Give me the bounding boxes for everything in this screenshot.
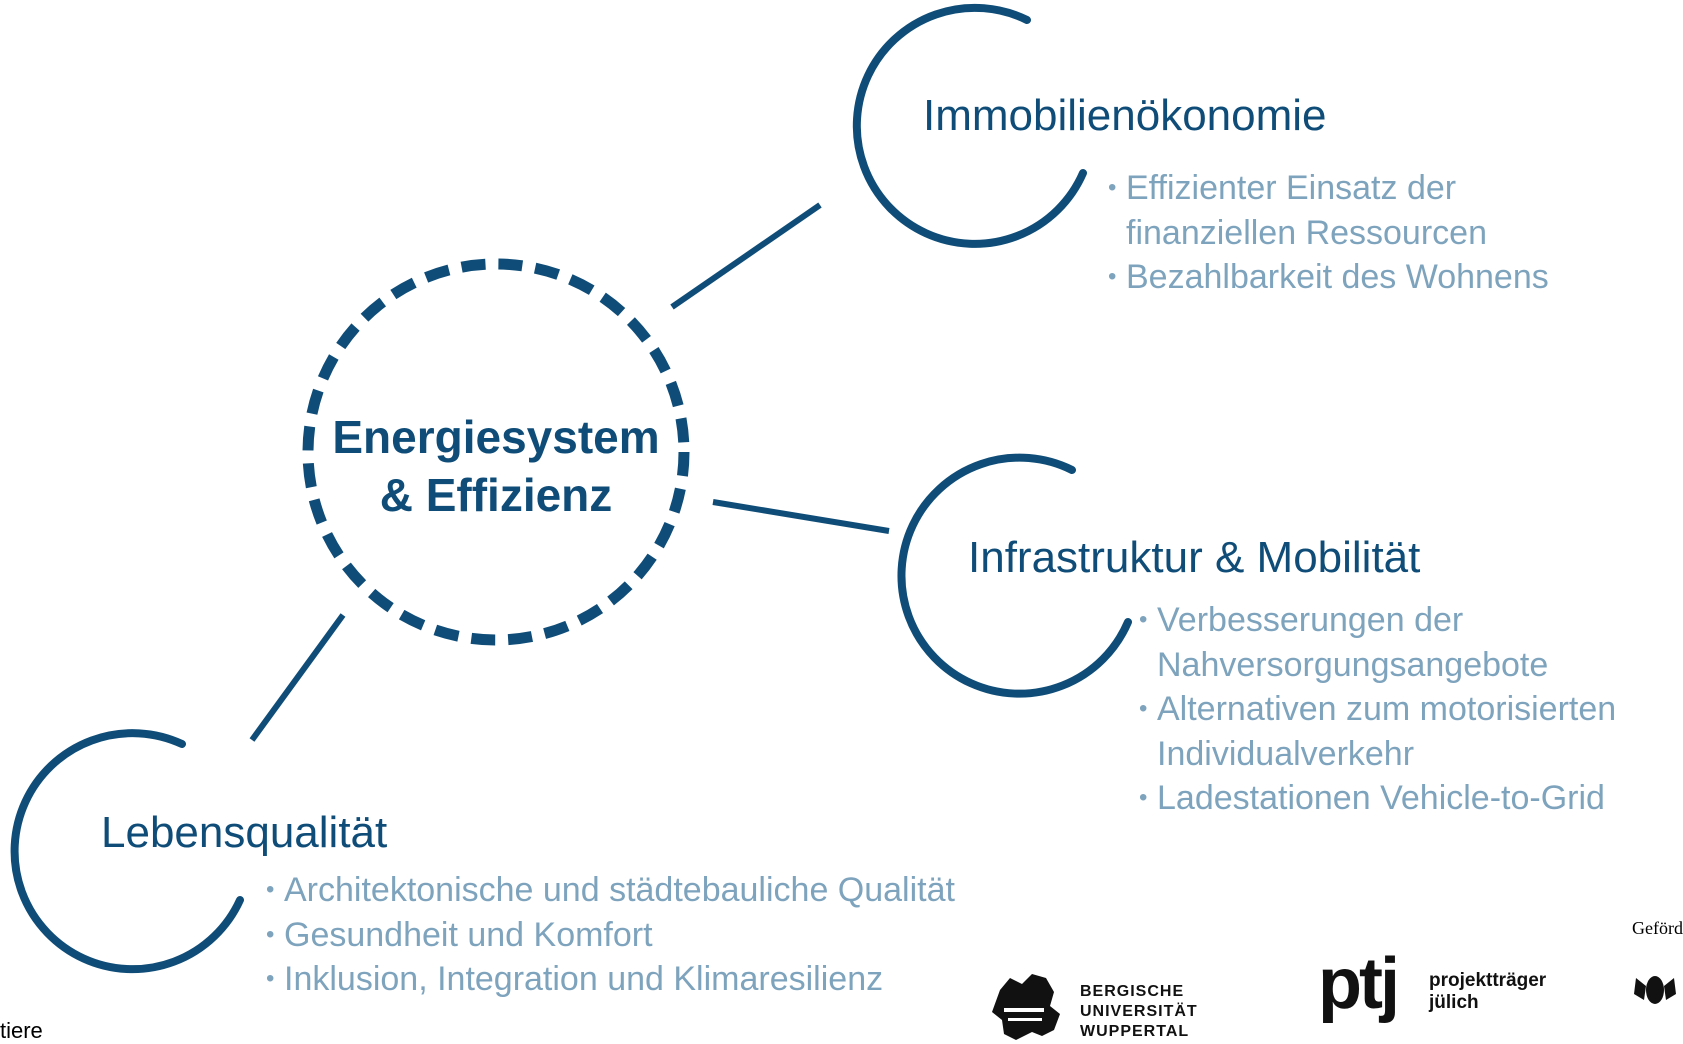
bullet-item: •Gesundheit und Komfort: [266, 913, 986, 958]
arc-infrastruktur: [897, 453, 1132, 698]
bullets-immobilien: •Effizienter Einsatz der finanziellen Re…: [1108, 166, 1628, 300]
bullet-dot-icon: •: [1108, 174, 1117, 201]
arc-immobilien: [852, 3, 1087, 248]
arc-lebensqualitaet: [10, 729, 244, 974]
bullet-item: •Bezahlbarkeit des Wohnens: [1108, 255, 1628, 300]
bullet-item: •Architektonische und städtebauliche Qua…: [266, 868, 986, 913]
bullet-item: •Effizienter Einsatz der finanziellen Re…: [1108, 166, 1628, 255]
center-title: Energiesystem & Effizienz: [310, 408, 682, 524]
bullet-dot-icon: •: [266, 965, 275, 992]
bullet-item: •Alternativen zum motorisierten Individu…: [1139, 687, 1679, 776]
federal-eagle-icon: [1634, 976, 1676, 1004]
center-title-line1: Energiesystem: [332, 411, 660, 463]
connector-lebensqualitaet: [249, 613, 346, 742]
connector-immobilien: [670, 202, 822, 310]
connector-infrastruktur: [712, 499, 890, 534]
footer-fragment-left: tiere: [0, 1018, 43, 1043]
bullets-infrastruktur: •Verbesserungen der Nahversorgungsangebo…: [1139, 598, 1679, 821]
bullet-dot-icon: •: [266, 876, 275, 903]
heading-lebensqualitaet: Lebensqualität: [101, 808, 388, 857]
center-title-line2: & Effizienz: [379, 469, 613, 521]
ptj-line1: projektträger: [1429, 970, 1547, 991]
bullet-dot-icon: •: [1139, 606, 1148, 633]
heading-immobilien: Immobilienökonomie: [923, 91, 1327, 140]
funded-by-label: Geförd: [1632, 918, 1683, 938]
bullet-dot-icon: •: [266, 920, 275, 948]
bullet-dot-icon: •: [1139, 695, 1148, 722]
center-dashed-circle: [302, 258, 690, 646]
bullet-dot-icon: •: [1139, 784, 1148, 811]
bullet-item: •Ladestationen Vehicle-to-Grid: [1139, 776, 1679, 821]
buw-line3: WUPPERTAL: [1080, 1023, 1190, 1040]
bullets-lebensqualitaet: •Architektonische und städtebauliche Qua…: [266, 868, 986, 1002]
heading-infrastruktur: Infrastruktur & Mobilität: [968, 533, 1421, 582]
buw-line2: UNIVERSITÄT: [1080, 1003, 1198, 1020]
ptj-line2: jülich: [1429, 992, 1479, 1013]
bullet-item: •Verbesserungen der Nahversorgungsangebo…: [1139, 598, 1679, 687]
lion-crest-icon: [992, 974, 1060, 1040]
bullet-dot-icon: •: [1108, 263, 1117, 290]
bullet-item: •Inklusion, Integration und Klimaresilie…: [266, 957, 986, 1002]
ptj-mark: ptj: [1318, 944, 1400, 1024]
buw-line1: BERGISCHE: [1080, 983, 1185, 1000]
